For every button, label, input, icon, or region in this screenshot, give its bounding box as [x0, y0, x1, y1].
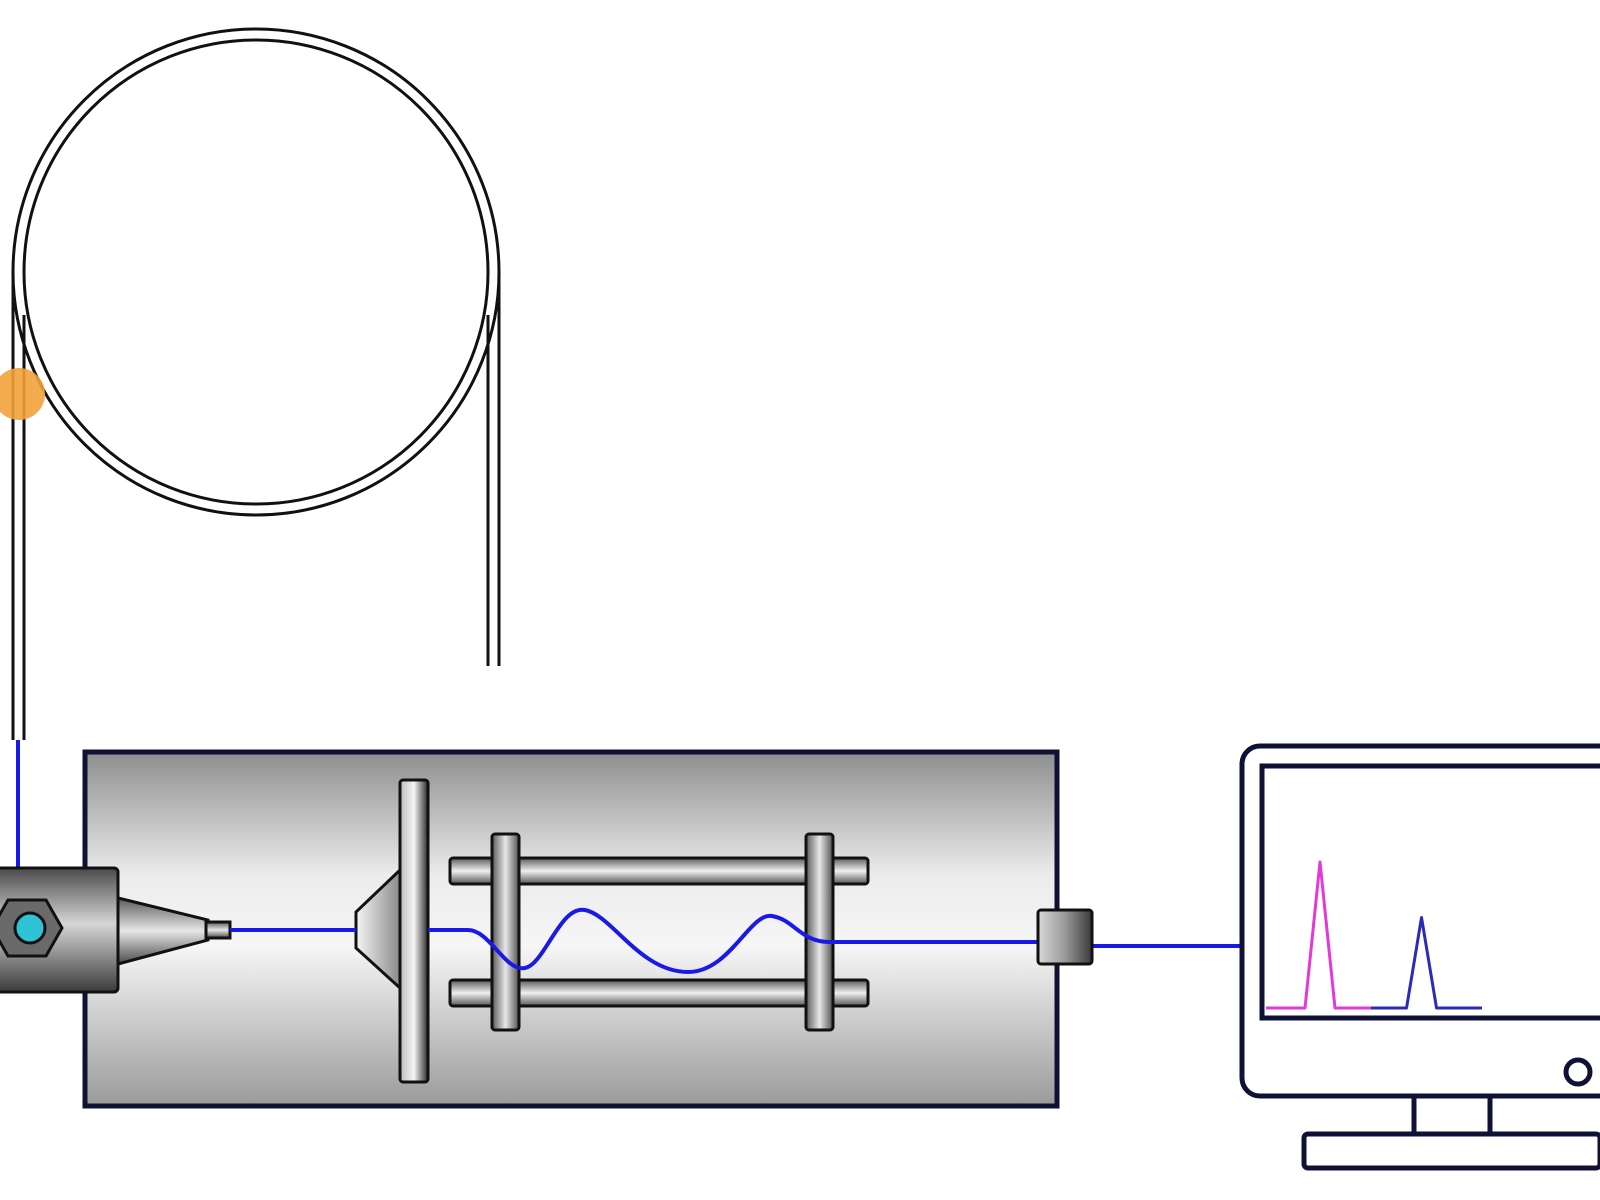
monitor-neck: [1411, 1093, 1493, 1137]
oscillating-ion-trajectory: [428, 907, 1040, 975]
source-nozzle: [116, 896, 210, 966]
monitor-stand-base: [1301, 1131, 1600, 1171]
right-post: [804, 832, 835, 1032]
skimmer-plate: [398, 778, 430, 1084]
bottom-rod: [448, 978, 870, 1008]
source-window: [13, 911, 47, 945]
left-post: [490, 832, 521, 1032]
entrance-plate: [354, 778, 430, 1084]
column-coil-icon: [0, 27, 501, 868]
detector-block: [1036, 908, 1094, 966]
coil-inner-wall: [22, 38, 490, 506]
ion-flow-path: [230, 907, 1242, 975]
chromatogram-plot: [1266, 860, 1482, 1010]
monitor-icon: [1239, 743, 1600, 1171]
sample-marker: [0, 368, 45, 420]
monitor-power-button: [1563, 1057, 1593, 1087]
chromatogram-peak-2: [1370, 915, 1482, 1010]
ion-source-icon: [0, 866, 232, 994]
coil-outer-wall: [11, 27, 501, 517]
ion-guide-rods-icon: [448, 832, 870, 1032]
top-rod: [448, 856, 870, 886]
chromatogram-peak-1: [1266, 860, 1371, 1010]
source-tip: [204, 920, 232, 940]
detector-block-icon: [1036, 908, 1094, 966]
